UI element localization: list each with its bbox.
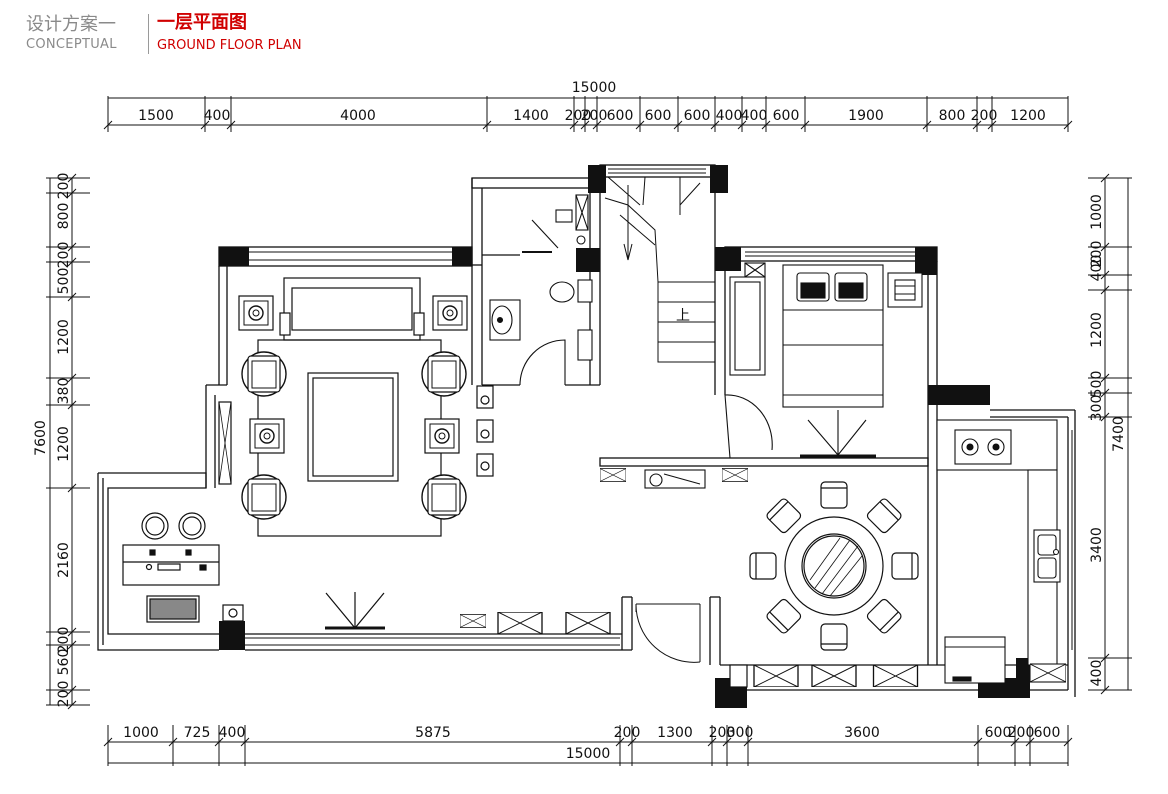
dining-chair: [866, 598, 902, 634]
dim-top-16: 1200: [1010, 108, 1046, 124]
armchair-2: [421, 351, 467, 397]
bathroom-fixtures: [489, 194, 593, 386]
dim-top-15: 200: [971, 108, 998, 124]
dim-top-4: 1400: [513, 108, 549, 124]
entry-door: [635, 603, 701, 663]
dining-chair: [866, 498, 902, 534]
design-scheme-cn: 设计方案一: [26, 14, 116, 35]
dim-top-12: 600: [773, 108, 800, 124]
dining-chair: [891, 552, 919, 580]
dim-left-3: 200: [56, 242, 72, 269]
dim-top-7: 600: [607, 108, 634, 124]
dining-area: [729, 481, 919, 688]
bedroom-furniture: [724, 262, 923, 459]
dim-right-8: 400: [1089, 660, 1105, 687]
structural-columns: [219, 165, 1030, 708]
dim-top-8: 600: [645, 108, 672, 124]
design-scheme-en: CONCEPTUAL: [26, 37, 117, 52]
dim-right-3: 200: [1089, 241, 1105, 268]
dim-top-14: 800: [939, 108, 966, 124]
dim-left-7: 1200: [56, 426, 72, 462]
dim-bottom-7: 200: [709, 725, 736, 741]
dim-right-7: 3400: [1089, 527, 1105, 563]
dim-right-total: 7400: [1111, 416, 1127, 452]
dining-chair: [820, 481, 848, 509]
armchair-3: [241, 474, 287, 520]
dim-top-13: 1900: [848, 108, 884, 124]
dim-bottom-total: 15000: [566, 746, 611, 762]
plan-title-en: GROUND FLOOR PLAN: [157, 38, 302, 53]
dim-top-2: 400: [204, 108, 231, 124]
dim-right-6: 300: [1089, 395, 1105, 422]
dim-right-5: 500: [1089, 371, 1105, 398]
dining-chair: [820, 623, 848, 651]
header: 设计方案一 CONCEPTUAL 一层平面图 GROUND FLOOR PLAN: [0, 0, 1168, 60]
dim-bottom-8: 300: [727, 725, 754, 741]
terrace-furniture: [122, 512, 244, 623]
dim-bottom-10: 600: [985, 725, 1012, 741]
dim-top-10: 400: [716, 108, 743, 124]
dim-left-10: 560: [56, 649, 72, 676]
windows: [245, 168, 1073, 650]
dim-left-1: 200: [56, 173, 72, 200]
dim-top-3: 4000: [340, 108, 376, 124]
stair-up-label: 上: [676, 308, 690, 324]
dimension-lines: [46, 96, 1132, 766]
staircase: 上: [604, 176, 715, 363]
dimension-text: 15000 1500 400 4000 1400 200 200 600 600…: [33, 80, 1127, 762]
plan-title-cn: 一层平面图: [157, 12, 247, 33]
dining-chair: [766, 598, 802, 634]
dim-left-8: 2160: [56, 542, 72, 578]
dim-bottom-3: 400: [219, 725, 246, 741]
dim-left-6: 380: [56, 378, 72, 405]
dim-right-1: 1000: [1089, 194, 1105, 230]
dim-top-total: 15000: [572, 80, 617, 96]
dim-right-4: 1200: [1089, 312, 1105, 348]
dim-left-2: 800: [56, 203, 72, 230]
dim-top-11: 400: [741, 108, 768, 124]
dim-bottom-12: 600: [1034, 725, 1061, 741]
dim-top-6: 200: [581, 108, 608, 124]
dim-top-5: 200: [565, 108, 592, 124]
header-divider: [148, 14, 149, 54]
dim-bottom-4: 5875: [415, 725, 451, 741]
hall-cabinets: [600, 467, 748, 489]
dim-left-total: 7600: [33, 420, 49, 456]
dim-bottom-11: 200: [1008, 725, 1035, 741]
dim-bottom-9: 3600: [844, 725, 880, 741]
dim-right-2: 400: [1089, 255, 1105, 282]
armchair-1: [241, 351, 287, 397]
dining-chair: [749, 552, 777, 580]
dim-bottom-2: 725: [184, 725, 211, 741]
armchair-4: [421, 474, 467, 520]
dim-top-1: 1500: [138, 108, 174, 124]
living-room-furniture: [218, 277, 612, 634]
dim-bottom-6: 1300: [657, 725, 693, 741]
dim-left-5: 1200: [56, 319, 72, 355]
dining-chair: [766, 498, 802, 534]
dim-bottom-1: 1000: [123, 725, 159, 741]
dim-bottom-5: 200: [614, 725, 641, 741]
kitchen-fixtures: [936, 419, 1066, 684]
dim-left-9: 200: [56, 627, 72, 654]
dim-top-9: 600: [684, 108, 711, 124]
dim-left-4: 500: [56, 268, 72, 295]
dim-left-11: 200: [56, 681, 72, 708]
